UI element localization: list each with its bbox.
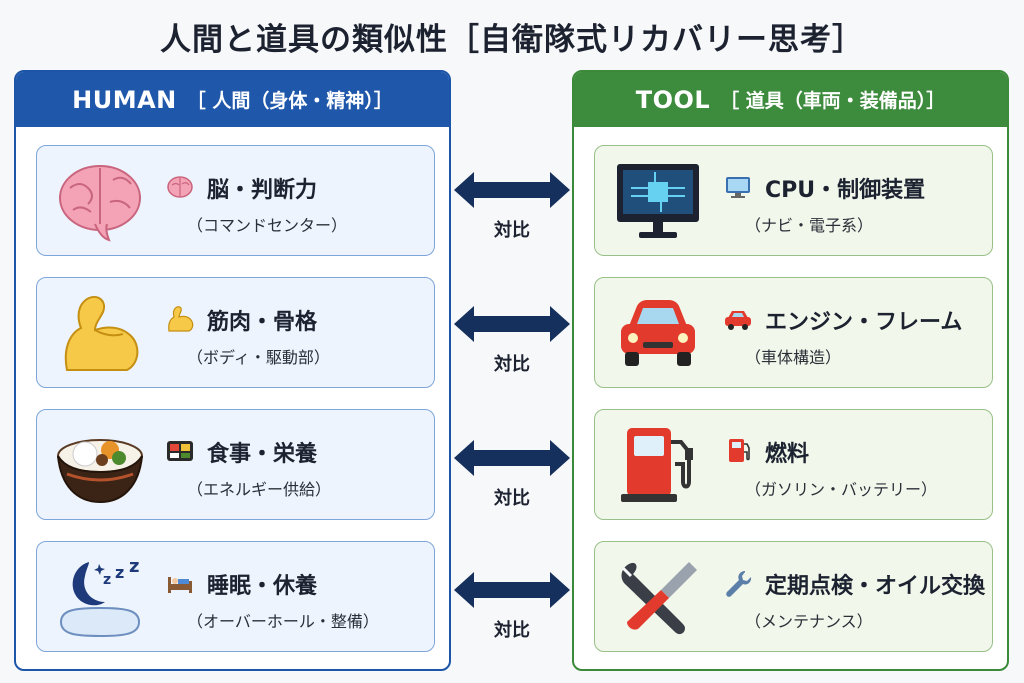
wrench-screwdriver-icon (621, 562, 697, 635)
tool-header-en: TOOL (635, 85, 711, 114)
flexed-biceps-small-icon (168, 306, 194, 332)
tool-card-fuel: 燃料 （ガソリン・バッテリー） (594, 409, 993, 520)
bento-box-icon (57, 439, 143, 504)
compare-label: 対比 (494, 220, 530, 241)
card-subtitle: （メンテナンス） (745, 612, 873, 631)
bento-small-icon (167, 441, 193, 461)
double-arrow-icon (454, 440, 570, 476)
tool-panel: TOOL ［ 道具（車両・装備品）］ CPU・制御装置 （ナビ・電子系） (572, 70, 1009, 671)
card-title: CPU・制御装置 (765, 178, 926, 203)
flexed-biceps-icon (64, 296, 139, 371)
human-card-brain: 脳・判断力 （コマンドセンター） (36, 145, 435, 256)
fuel-pump-icon (621, 428, 693, 502)
wrench-icon (726, 571, 752, 597)
human-header-en: HUMAN (72, 85, 177, 114)
desktop-computer-icon (726, 177, 750, 198)
car-small-icon (725, 311, 751, 330)
page-title: 人間と道具の類似性［自衛隊式リカバリー思考］ (160, 22, 864, 58)
computer-monitor-icon (617, 164, 699, 238)
card-title: 定期点検・オイル交換 (765, 574, 986, 599)
card-subtitle: （コマンドセンター） (187, 216, 348, 235)
card-title: 食事・栄養 (207, 442, 318, 467)
double-arrow-icon (454, 306, 570, 342)
tool-header-jp: ［ 道具（車両・装備品）］ (720, 90, 946, 112)
human-panel-header: HUMAN ［ 人間（身体・精神）］ (16, 72, 449, 127)
card-title: 燃料 (765, 442, 810, 467)
human-card-food: 食事・栄養 （エネルギー供給） (36, 409, 435, 520)
card-subtitle: （ガソリン・バッテリー） (745, 480, 938, 499)
brain-small-icon (167, 176, 193, 198)
double-arrow-icon (454, 172, 570, 208)
compare-arrow-1: 対比 (452, 168, 572, 258)
tool-card-engine: エンジン・フレーム （車体構造） (594, 277, 993, 388)
tool-card-cpu: CPU・制御装置 （ナビ・電子系） (594, 145, 993, 256)
compare-arrow-2: 対比 (452, 302, 572, 392)
fuel-pump-small-icon (729, 439, 750, 462)
human-header-jp: ［ 人間（身体・精神）］ (186, 90, 393, 112)
svg-text:z: z (129, 556, 139, 577)
compare-arrow-4: 対比 (452, 568, 572, 658)
car-icon (621, 300, 695, 366)
tool-card-maintenance: 定期点検・オイル交換 （メンテナンス） (594, 541, 993, 652)
double-arrow-icon (454, 572, 570, 608)
card-subtitle: （ナビ・電子系） (745, 216, 874, 235)
human-card-muscle: 筋肉・骨格 （ボディ・駆動部） (36, 277, 435, 388)
compare-label: 対比 (494, 620, 530, 641)
card-title: 筋肉・骨格 (207, 310, 318, 335)
card-title: 脳・判断力 (207, 178, 318, 203)
card-subtitle: （ボディ・駆動部） (187, 348, 330, 367)
card-subtitle: （オーバーホール・整備） (187, 612, 379, 631)
tool-panel-header: TOOL ［ 道具（車両・装備品）］ (574, 72, 1007, 127)
bed-icon (168, 577, 192, 593)
svg-text:z: z (103, 572, 111, 588)
brain-icon (59, 165, 141, 242)
card-subtitle: （車体構造） (745, 348, 842, 367)
svg-text:z: z (115, 563, 124, 582)
sleep-moon-icon: z z z (59, 556, 141, 638)
human-panel: HUMAN ［ 人間（身体・精神）］ 脳・判断力 （コマンドセンター） 筋肉・骨… (14, 70, 451, 671)
card-title: 睡眠・休養 (207, 574, 318, 599)
compare-label: 対比 (494, 354, 530, 375)
human-card-sleep: z z z 睡眠・休養 （オーバーホール・整備） (36, 541, 435, 652)
card-title: エンジン・フレーム (765, 310, 963, 335)
compare-label: 対比 (494, 488, 530, 509)
card-subtitle: （エネルギー供給） (187, 480, 332, 499)
compare-arrow-3: 対比 (452, 436, 572, 526)
